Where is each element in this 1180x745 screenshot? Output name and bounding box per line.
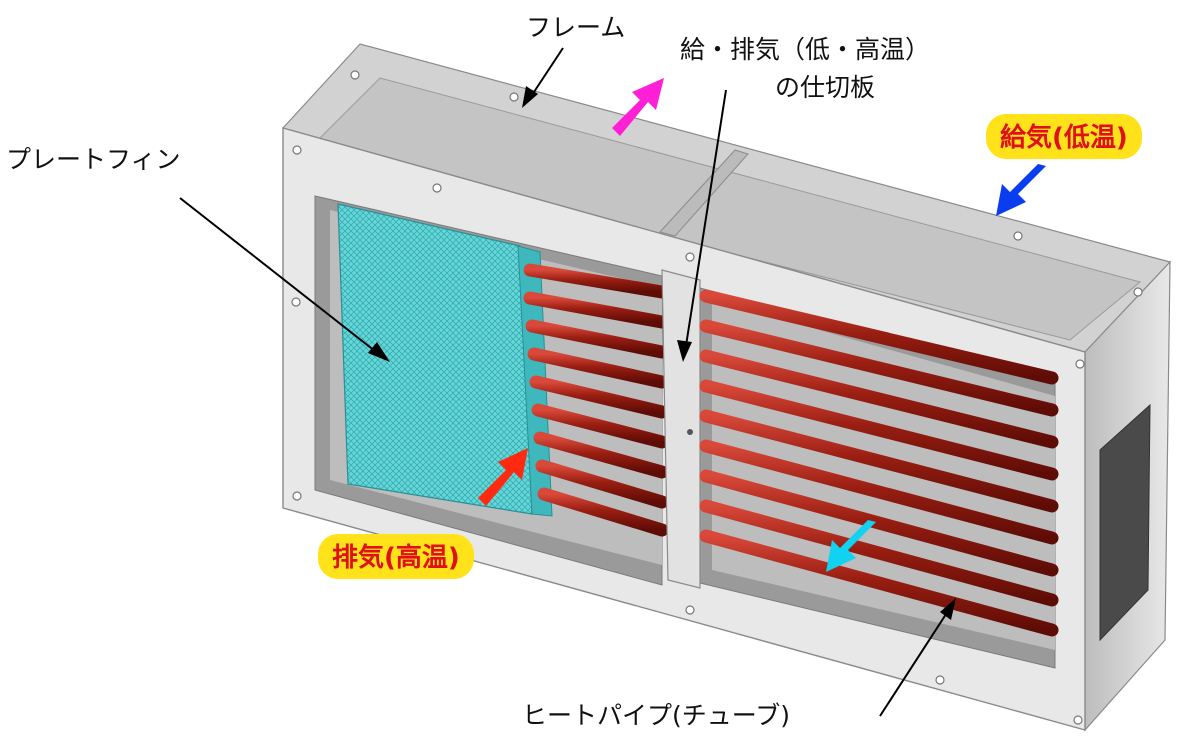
partition-top xyxy=(659,149,749,237)
leader-arrowheads xyxy=(368,86,956,620)
partition-plate xyxy=(661,269,701,589)
heat-pipe-pointer-arrowhead xyxy=(940,598,956,620)
cyan-supply-out-arrow-icon xyxy=(826,520,876,572)
frame-pointer-arrowhead xyxy=(522,86,538,108)
plate-fin-block xyxy=(337,203,533,515)
leader-lines xyxy=(179,47,951,717)
exhaust-air-badge: 排気(高温) xyxy=(318,534,474,579)
plate-fin-label: プレートフィン xyxy=(6,145,181,174)
plate-fin-pointer-arrowhead xyxy=(368,342,390,362)
heat-pipes-right xyxy=(699,289,1059,637)
frame-top-recess xyxy=(311,77,1142,341)
blue-supply-in-arrow-icon xyxy=(996,164,1046,216)
red-exhaust-in-arrow-icon xyxy=(478,448,528,506)
partition-pointer-arrowhead xyxy=(677,340,692,362)
magenta-exhaust-out-arrow-icon xyxy=(612,78,664,136)
frame-label: フレーム xyxy=(526,13,626,42)
partition-label-line1: 給・排気（低・高温） xyxy=(680,35,931,64)
supply-air-badge: 給気(低温) xyxy=(986,114,1142,159)
heat-pipe-label: ヒートパイプ(チューブ) xyxy=(522,701,791,730)
partition-label-line2: の仕切板 xyxy=(775,73,876,102)
frame-right-panel xyxy=(1099,403,1151,642)
heat-pipes-left xyxy=(523,263,669,537)
frame-bolt-holes xyxy=(291,70,1143,725)
